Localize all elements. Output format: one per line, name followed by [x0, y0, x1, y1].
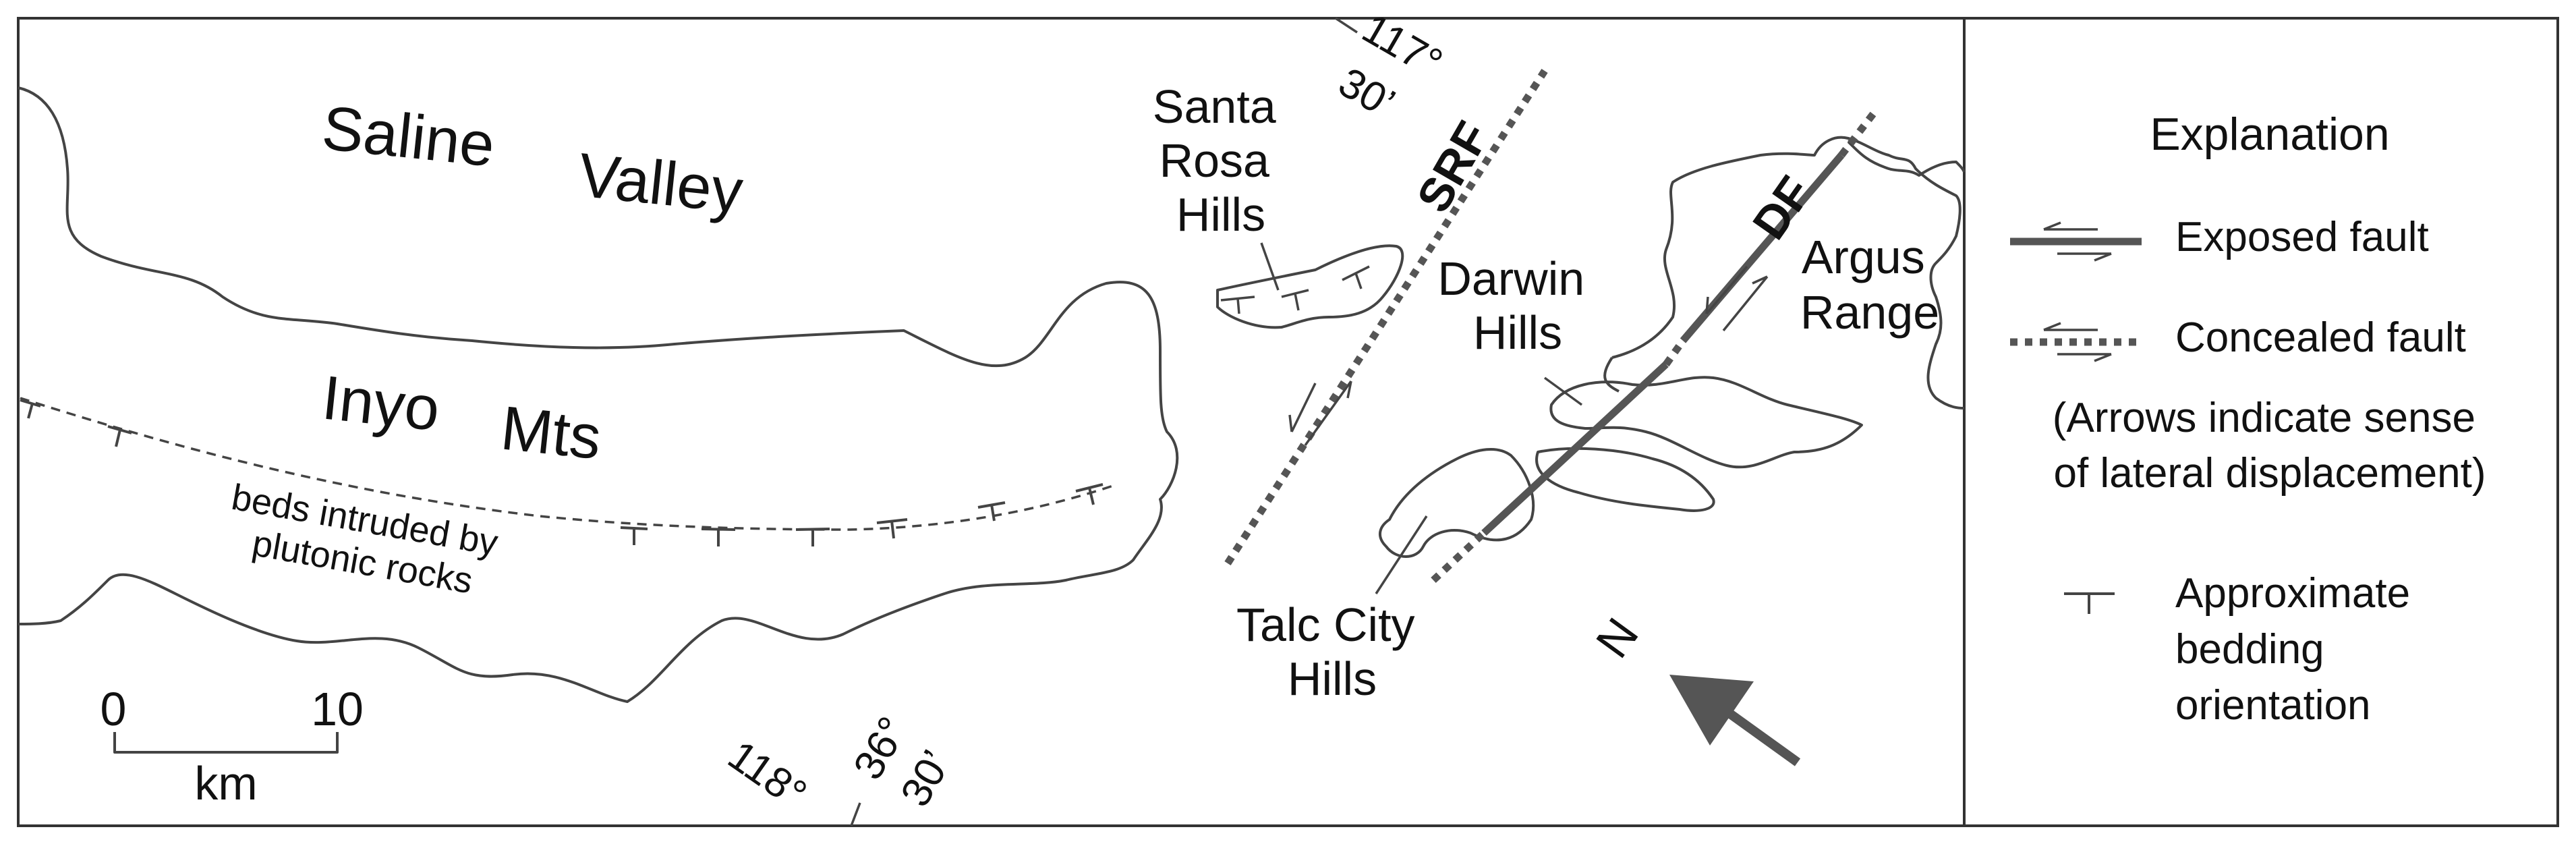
valley-label: Valley: [575, 140, 746, 226]
darwin-hills-outline: [1549, 376, 1863, 469]
legend-bedding-symbol: [2064, 592, 2115, 614]
mts-label: Mts: [498, 393, 604, 472]
lon-118-deg-label: 118°: [720, 732, 815, 818]
santa-rosa-hills-label: Santa Rosa Hills: [1153, 80, 1289, 241]
inyo-mountains-outline: [18, 86, 1179, 703]
lon-117-tick: [1335, 17, 1358, 34]
argus-range-outline: [1611, 136, 1965, 410]
intruded-beds-line: [20, 397, 1114, 531]
lat-36-tick: [850, 802, 861, 826]
darwin-hills-leader: [1543, 376, 1583, 406]
argus-range-label: Argus Range: [1800, 231, 1939, 339]
legend-exposed-fault-label: Exposed fault: [2175, 214, 2429, 260]
scale-bar: 0 10 km: [101, 683, 364, 810]
legend-bedding-label: Approximate bedding orientation: [2175, 570, 2422, 729]
argus-range-south-outline: [1603, 356, 1620, 393]
santa-rosa-hills-outline: [1216, 244, 1404, 329]
santa-rosa-leader: [1260, 242, 1280, 291]
talc-city-hills-outline: [1379, 447, 1535, 558]
df-displacement-arrows: [1705, 265, 1769, 332]
talc-city-leader: [1375, 515, 1428, 594]
santa-rosa-bedding: [1220, 265, 1370, 314]
lon-117-min-label: 30’: [1331, 59, 1402, 127]
srf-label: SRF: [1406, 113, 1499, 221]
srf-displacement-arrows: [1288, 380, 1352, 447]
talc-city-hills-label: Talc City Hills: [1236, 598, 1428, 705]
scale-unit-label: km: [194, 757, 257, 810]
legend-title: Explanation: [2150, 109, 2389, 160]
df-exposed-fault-south: [1481, 361, 1669, 536]
north-label: N: [1586, 609, 1649, 667]
df-concealed-fault-south: [1431, 530, 1487, 584]
legend: Explanation Exposed fault Concealed faul…: [2010, 109, 2487, 729]
inyo-label: Inyo: [319, 363, 443, 444]
legend-arrows-note: (Arrows indicate sense of lateral displa…: [2053, 395, 2487, 497]
saline-label: Saline: [319, 93, 498, 179]
df-concealed-fault-mid: [1663, 338, 1686, 367]
darwin-hills-label: Darwin Hills: [1437, 252, 1597, 359]
argus-range-top-outline: [1847, 140, 1966, 177]
map-frame: [17, 17, 2559, 827]
north-arrow: N: [1586, 609, 1801, 766]
bedding-symbols: [20, 399, 1104, 546]
legend-concealed-fault-label: Concealed fault: [2175, 314, 2466, 361]
legend-exposed-fault-symbol: [2010, 221, 2142, 262]
legend-concealed-fault-symbol: [2010, 322, 2142, 362]
darwin-south-lens-outline: [1535, 447, 1715, 512]
scale-end-label: 10: [311, 683, 364, 735]
scale-start-label: 0: [101, 683, 127, 735]
df-concealed-fault-north: [1838, 109, 1879, 158]
bedding-note-label: beds intruded by plutonic rocks: [221, 477, 511, 607]
